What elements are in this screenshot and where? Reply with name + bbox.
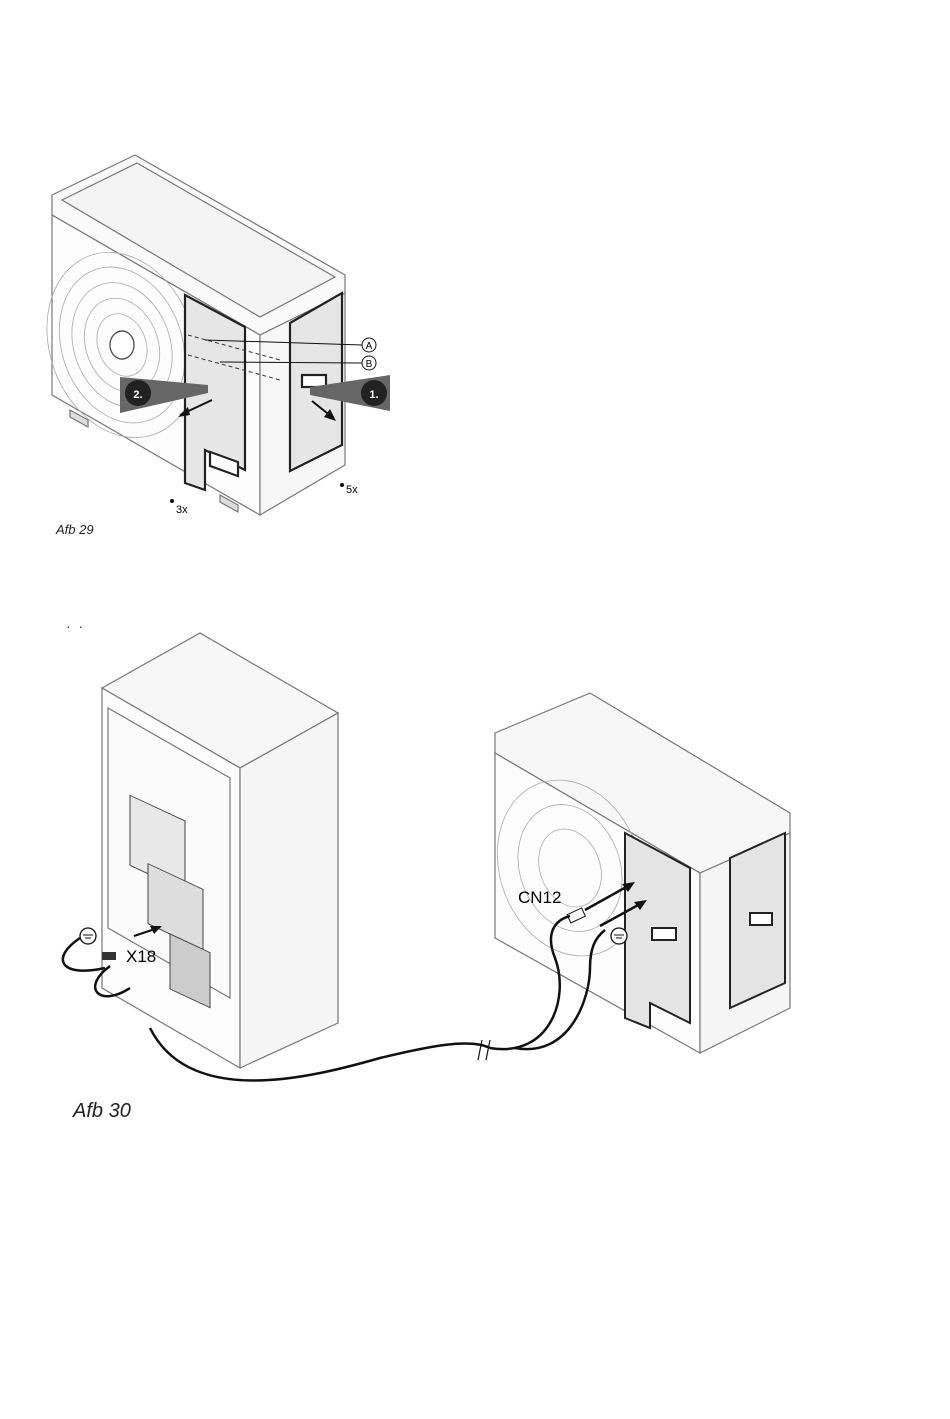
callout-b: B [362,356,376,370]
svg-text:1.: 1. [369,389,378,401]
callout-a: A [362,338,376,352]
side-panel [290,293,342,471]
outdoor-front-panel [625,833,690,1028]
svg-text:3x: 3x [176,504,188,516]
figure-29-illustration: A B 2. 1. 3x 5x [40,145,410,525]
svg-text:2.: 2. [133,389,142,401]
figure-30-illustration: X18 CN12 [50,628,810,1098]
ground-icon-outdoor [611,928,627,944]
svg-text:B: B [366,359,373,370]
figure-30-caption: Afb 30 [73,1100,131,1123]
x18-label: X18 [126,947,156,966]
svg-text:A: A [366,341,373,352]
svg-text:5x: 5x [346,484,358,496]
outdoor-side-panel [730,833,785,1008]
screw-count-left: 3x [170,499,188,516]
figure-29-caption: Afb 29 [56,522,94,537]
fan-hub [110,331,134,359]
x18-connector [102,952,116,960]
ground-icon-indoor [80,928,96,944]
screw-count-right: 5x [340,483,358,496]
cn12-label: CN12 [518,888,561,907]
